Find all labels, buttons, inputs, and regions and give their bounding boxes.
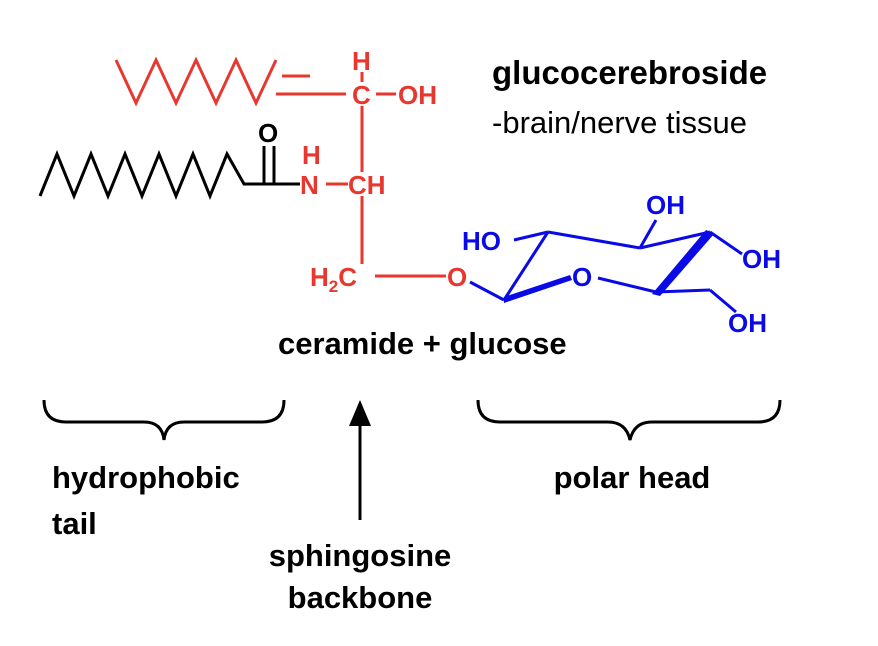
fatty-acid-chain: O: [38, 118, 300, 200]
atom-h2c-h: H: [310, 262, 329, 292]
head-label: polar head: [554, 460, 711, 495]
backbone-label-line1: sphingosine: [269, 538, 452, 573]
bond-c6-oh: [709, 288, 737, 314]
bond-c2-c3: [547, 230, 641, 250]
atom-glycosidic-o: O: [447, 262, 467, 292]
backbone-arrow-head: [349, 400, 371, 426]
bond-c5-c6: [655, 288, 711, 294]
bond-c1-c2: [502, 231, 550, 301]
bond-oring-c5: [597, 276, 657, 294]
bond-c2-ho: [513, 230, 549, 242]
atom-h2c-c: C: [338, 262, 357, 292]
tail-label-line1: hydrophobic: [52, 460, 240, 495]
backbone-label-line2: backbone: [288, 580, 433, 615]
atom-h2c-subscript: 2: [329, 277, 338, 296]
glucose-ring: HO O OH OH OH: [462, 190, 781, 338]
tail-label-line2: tail: [52, 506, 97, 541]
molecule-subtitle: -brain/nerve tissue: [492, 105, 747, 140]
sphingosine-chain: H C OH H N CH H2C O: [114, 46, 467, 296]
atom-ho-left: HO: [462, 226, 501, 256]
atom-c-top: C: [352, 80, 371, 110]
molecule-caption: ceramide + glucose: [278, 326, 567, 361]
bond-c4-oh: [709, 230, 743, 256]
atom-oh-right: OH: [742, 244, 781, 274]
atom-amide-h: H: [302, 140, 321, 170]
bond-o-c1: [469, 280, 505, 302]
atom-h-top: H: [352, 46, 371, 76]
wedge-c5-c4: [652, 230, 714, 296]
fatty-acid-zigzag: [38, 150, 270, 200]
atom-ch: CH: [348, 170, 386, 200]
atom-oh-ch2: OH: [728, 308, 767, 338]
atom-oh-upper: OH: [646, 190, 685, 220]
atom-oh-top: OH: [398, 80, 437, 110]
molecule-title: glucocerebroside: [492, 54, 767, 91]
bond-c3-oh: [638, 219, 658, 249]
tail-brace: [42, 399, 286, 441]
atom-h2c: H2C: [310, 262, 357, 296]
bond-c3-c4: [639, 230, 711, 250]
head-brace: [476, 399, 782, 441]
atom-carbonyl-o: O: [258, 118, 278, 148]
wedge-c1-oring: [504, 275, 572, 303]
atom-n: N: [300, 170, 319, 200]
sphingosine-zigzag: [114, 56, 278, 107]
atom-ring-o: O: [572, 262, 592, 292]
